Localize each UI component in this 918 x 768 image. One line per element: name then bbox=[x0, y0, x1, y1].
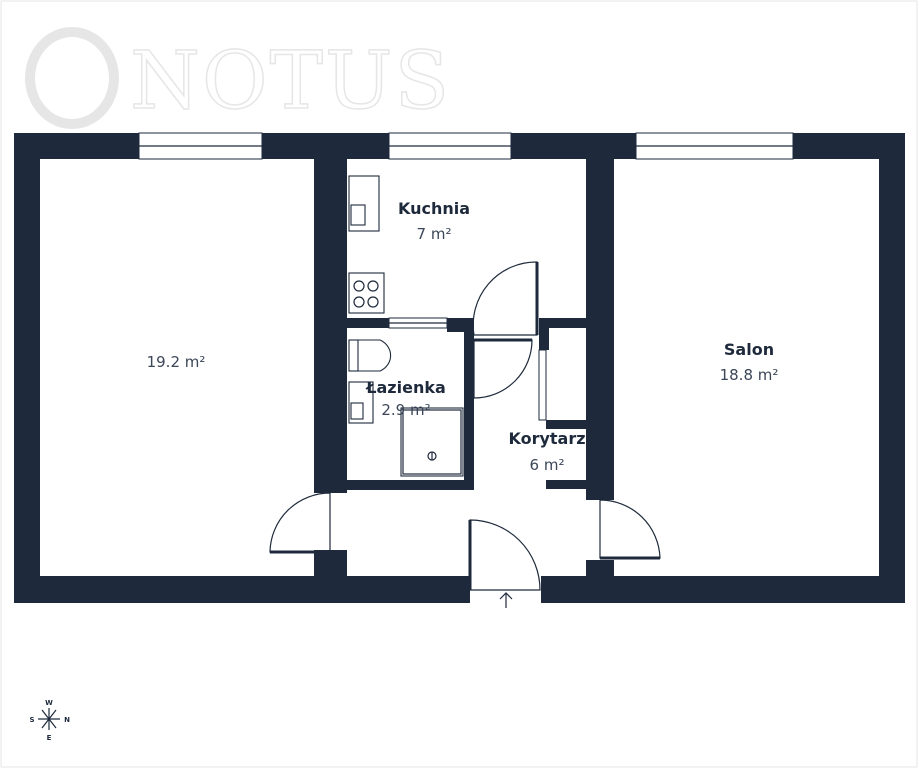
wall-left bbox=[14, 133, 40, 603]
wall-closet-side bbox=[539, 318, 549, 350]
compass-east: E bbox=[47, 734, 52, 742]
kitchen-stove bbox=[348, 272, 385, 314]
wall-interior-left-lower bbox=[314, 550, 347, 590]
door-kitchen bbox=[472, 261, 538, 336]
wall-closet-mid bbox=[546, 420, 586, 429]
bathroom-area: 2.9 m² bbox=[381, 401, 430, 419]
wall-interior-left-upper bbox=[314, 133, 347, 493]
bathroom-sink bbox=[348, 381, 374, 424]
wall-bottom-left bbox=[14, 576, 470, 603]
door-bedroom bbox=[269, 492, 331, 553]
wall-closet-bottom bbox=[546, 480, 586, 489]
wall-bath-right bbox=[464, 318, 474, 490]
wall-interior-right-upper bbox=[586, 133, 614, 500]
bedroom-area: 19.2 m² bbox=[147, 353, 206, 371]
door-entrance bbox=[469, 519, 541, 591]
room-labels: 19.2 m² Kuchnia 7 m² Łazienka 2.9 m² Kor… bbox=[147, 199, 779, 474]
logo-mark bbox=[25, 27, 119, 129]
logo-text: NOTUS bbox=[130, 34, 451, 127]
compass: W E S N bbox=[29, 699, 70, 742]
toilet bbox=[348, 339, 392, 372]
kitchen-sink bbox=[348, 175, 380, 232]
wall-right bbox=[879, 133, 905, 603]
wall-top-3 bbox=[511, 133, 636, 159]
wall-kitchen-bath-1 bbox=[347, 318, 389, 328]
compass-north: N bbox=[64, 716, 70, 724]
door-bathroom bbox=[473, 339, 533, 399]
compass-south: S bbox=[29, 716, 34, 724]
living-name: Salon bbox=[724, 340, 774, 359]
living-area: 18.8 m² bbox=[720, 366, 779, 384]
walls bbox=[14, 133, 905, 603]
corridor-area: 6 m² bbox=[530, 456, 565, 474]
arrow-up-icon bbox=[499, 592, 513, 608]
wall-bath-bottom bbox=[347, 480, 474, 490]
compass-west: W bbox=[45, 699, 53, 707]
closet-sliding-door bbox=[538, 349, 547, 421]
doors bbox=[269, 261, 661, 591]
windows bbox=[138, 132, 794, 421]
fixtures bbox=[348, 175, 464, 477]
wall-interior-right-lower bbox=[586, 560, 614, 590]
shower bbox=[400, 407, 464, 477]
corridor-name: Korytarz bbox=[508, 429, 585, 448]
kitchen-area: 7 m² bbox=[417, 225, 452, 243]
wall-closet-top bbox=[539, 318, 586, 328]
bathroom-name: Łazienka bbox=[365, 378, 446, 397]
kitchen-name: Kuchnia bbox=[398, 199, 470, 218]
logo: NOTUS bbox=[25, 27, 451, 129]
